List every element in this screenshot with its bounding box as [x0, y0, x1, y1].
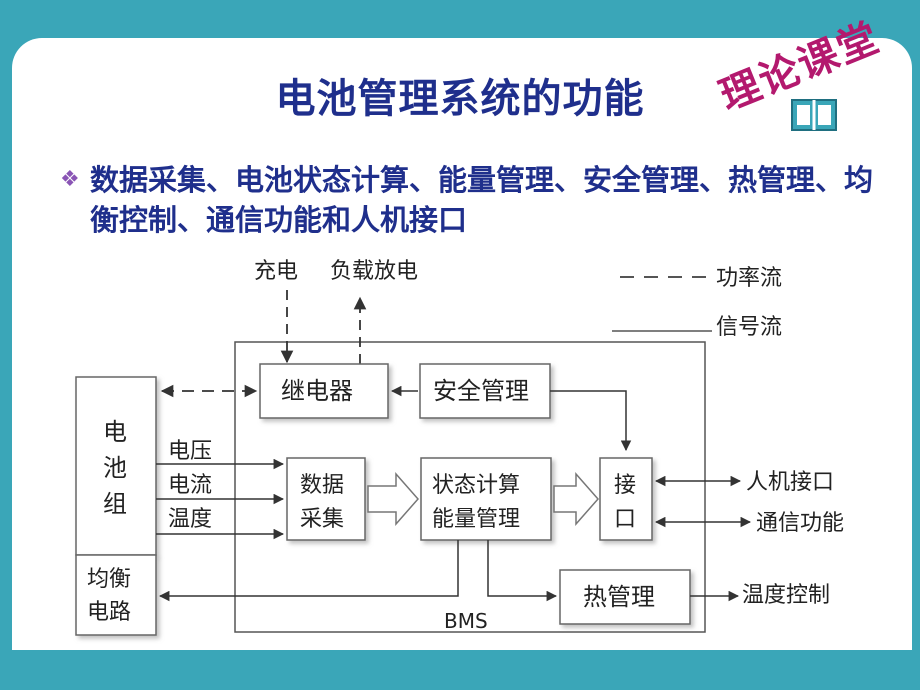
state-box — [420, 457, 552, 541]
acquisition-line-1: 数据 — [300, 473, 344, 498]
interface-char-1: 接 — [614, 473, 636, 498]
battery-box — [75, 376, 157, 556]
data-flow-block-arrow — [367, 472, 419, 526]
hmi-label: 人机接口 — [746, 470, 834, 495]
bullet-text: 数据采集、电池状态计算、能量管理、安全管理、热管理、均衡控制、通信功能和人机接口 — [90, 163, 874, 237]
state-flow-block-arrow — [553, 472, 599, 526]
temperature-label: 温度 — [168, 507, 212, 532]
bullet-item: ❖ 数据采集、电池状态计算、能量管理、安全管理、热管理、均衡控制、通信功能和人机… — [60, 160, 892, 240]
page-title: 电池管理系统的功能 — [275, 76, 645, 122]
interface-box — [599, 457, 653, 541]
state-balance-arrow — [158, 540, 459, 602]
state-line-1: 状态计算 — [432, 473, 520, 498]
balance-box — [75, 554, 157, 636]
comm-label: 通信功能 — [756, 511, 844, 536]
battery-char-1: 电 — [103, 418, 127, 446]
battery-char-3: 组 — [103, 490, 127, 518]
charge-label: 充电 — [254, 259, 298, 284]
safety-box — [419, 363, 551, 419]
acquisition-line-2: 采集 — [300, 507, 344, 532]
balance-line-1: 均衡 — [87, 567, 131, 592]
balance-line-2: 电路 — [87, 600, 131, 625]
thermal-box — [559, 569, 691, 625]
relay-label: 继电器 — [281, 377, 353, 405]
legend-signal-label: 信号流 — [716, 315, 782, 340]
state-line-2: 能量管理 — [432, 507, 520, 532]
legend-power-label: 功率流 — [716, 266, 782, 291]
safety-label: 安全管理 — [433, 377, 529, 405]
current-label: 电流 — [168, 473, 212, 498]
book-icon — [791, 99, 837, 131]
interface-char-2: 口 — [614, 507, 636, 532]
relay-box — [259, 363, 389, 419]
bms-box — [234, 341, 706, 633]
slide-bottom-bar — [0, 652, 920, 690]
bullet-diamond-icon: ❖ — [60, 167, 80, 192]
bms-label: BMS — [444, 609, 488, 633]
safety-interface-arrow — [550, 390, 632, 452]
voltage-label: 电压 — [168, 439, 212, 464]
battery-char-2: 池 — [103, 454, 127, 482]
temp-control-label: 温度控制 — [742, 583, 830, 608]
discharge-label: 负载放电 — [330, 259, 418, 284]
thermal-label: 热管理 — [583, 583, 655, 611]
acquisition-box — [286, 457, 366, 541]
slide-panel — [12, 38, 912, 650]
state-thermal-arrow — [487, 540, 558, 602]
